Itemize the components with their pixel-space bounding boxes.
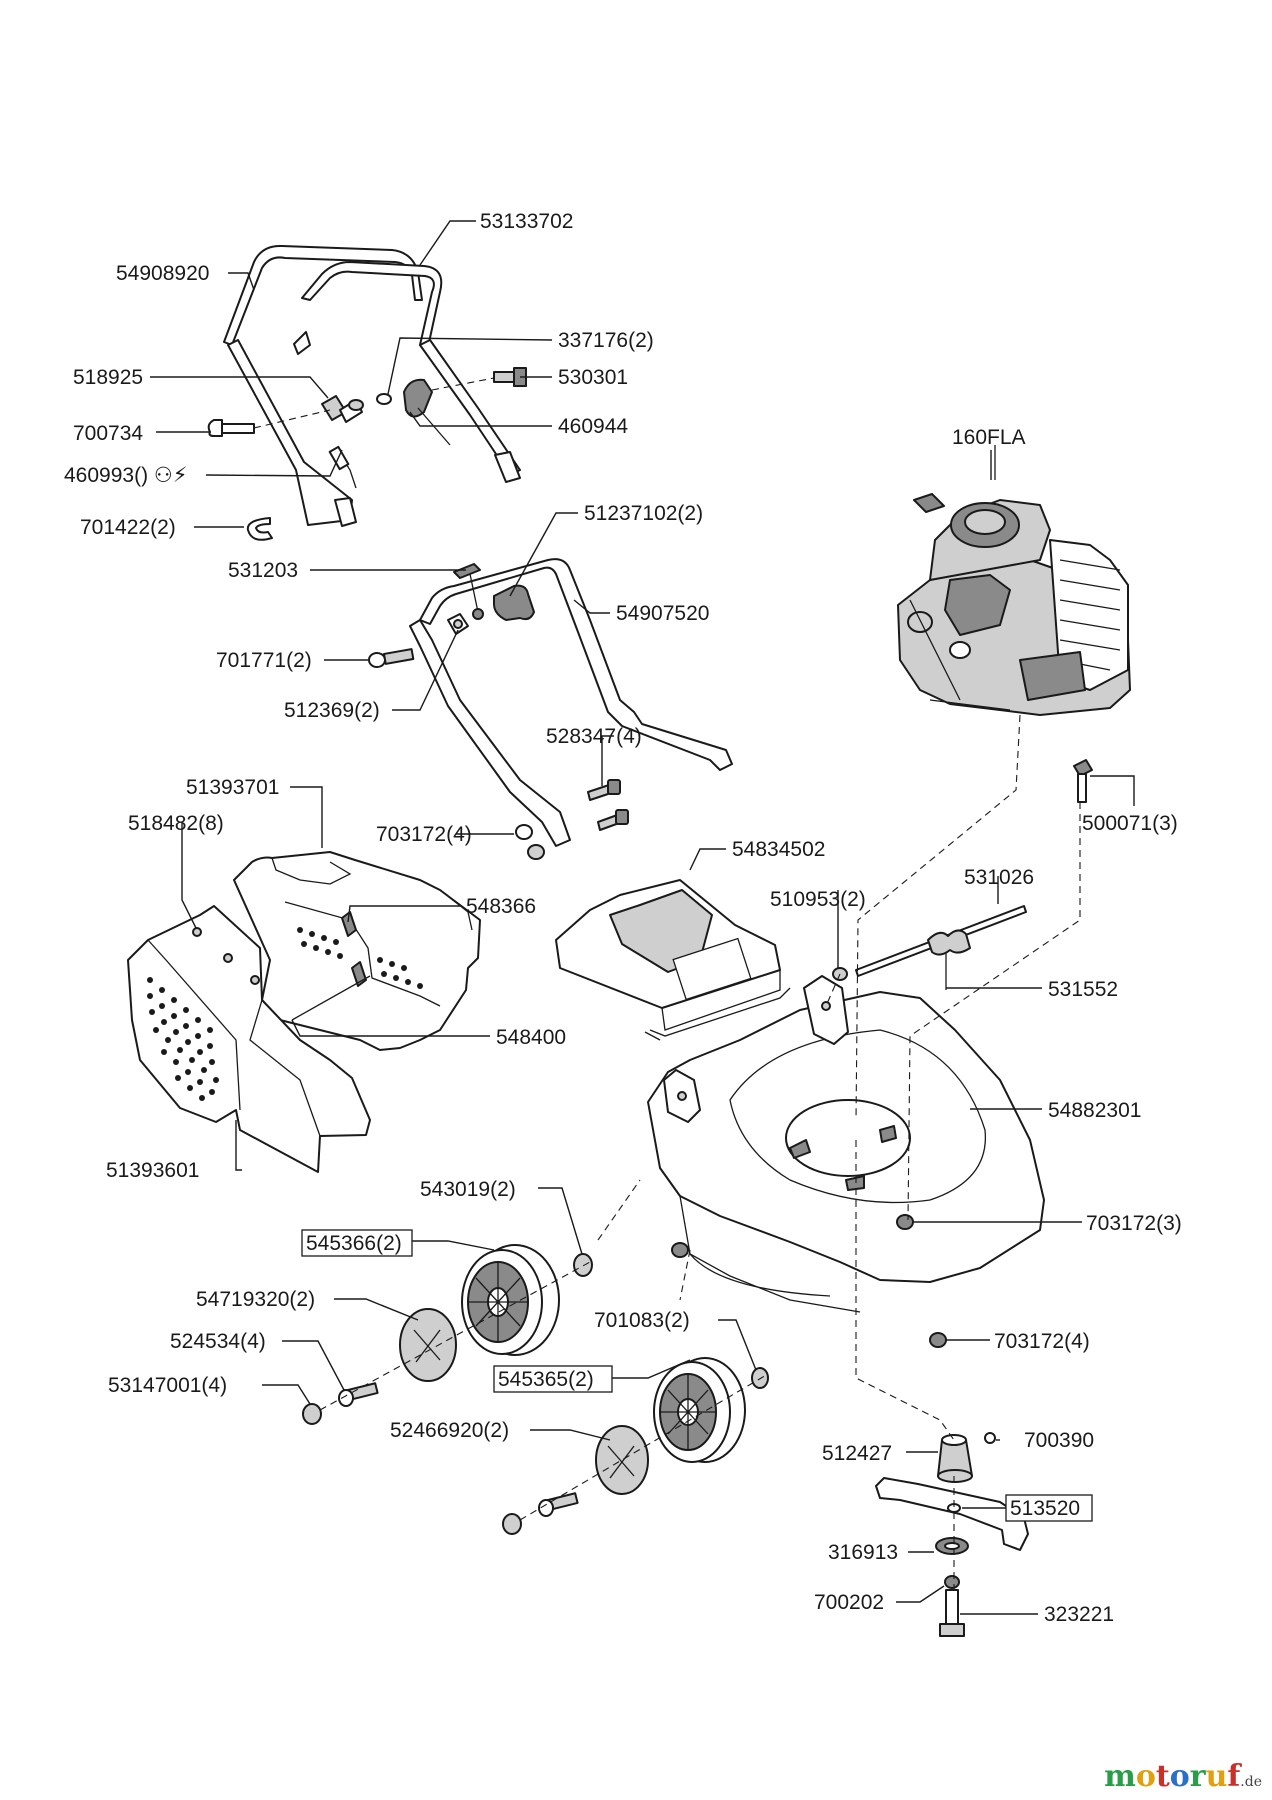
- label-337176: 337176(2): [558, 329, 654, 352]
- watermark-letter: m: [1104, 1759, 1136, 1794]
- leader-lines: [150, 220, 1135, 1615]
- label-700202: 700202: [814, 1591, 884, 1614]
- assembly-lines: [597, 714, 1081, 1590]
- bolt-500071: [1073, 759, 1093, 803]
- label-701771: 701771(2): [216, 649, 312, 672]
- label-545365: 545365(2): [498, 1368, 594, 1391]
- label-531026: 531026: [964, 866, 1034, 889]
- part-number-labels: 54908920 53133702 337176(2) 518925 53030…: [64, 210, 1182, 1626]
- cable-symbol-icon: ⚇⚡: [148, 464, 187, 487]
- mower-deck: [647, 975, 1045, 1348]
- label-700734: 700734: [73, 422, 143, 445]
- label-512427: 512427: [822, 1442, 892, 1465]
- label-53147001: 53147001(4): [108, 1374, 227, 1397]
- label-460944: 460944: [558, 415, 628, 438]
- watermark-letter: t: [1156, 1759, 1170, 1794]
- label-548400: 548400: [496, 1026, 566, 1049]
- label-703172-3: 703172(3): [1086, 1212, 1182, 1235]
- rear-axle-assembly: [832, 905, 1027, 990]
- label-512369: 512369(2): [284, 699, 380, 722]
- label-531203: 531203: [228, 559, 298, 582]
- front-wheel-assembly: [502, 1357, 769, 1535]
- label-box-545366: [301, 1229, 413, 1257]
- label-524534: 524534(4): [170, 1330, 266, 1353]
- label-543019: 543019(2): [420, 1178, 516, 1201]
- watermark-letter: f: [1227, 1759, 1242, 1794]
- watermark-text: motoruf: [1104, 1759, 1242, 1794]
- label-54908920: 54908920: [116, 262, 209, 285]
- label-323221: 323221: [1044, 1603, 1114, 1626]
- watermark-letter: r: [1190, 1759, 1207, 1794]
- rear-wheel-assembly: [302, 1244, 593, 1425]
- label-box-513520: [1005, 1494, 1093, 1522]
- label-701083: 701083(2): [594, 1309, 690, 1332]
- label-531552: 531552: [1048, 978, 1118, 1001]
- watermark-suffix: .de: [1240, 1774, 1262, 1790]
- label-160fla: 160FLA: [952, 426, 1026, 449]
- label-545366: 545366(2): [306, 1232, 402, 1255]
- bag-perforation-side: [147, 977, 219, 1101]
- label-54882301: 54882301: [1048, 1099, 1141, 1122]
- label-53133702: 53133702: [480, 210, 573, 233]
- label-460993: 460993() ⚇⚡: [64, 464, 187, 487]
- label-703172-4a: 703172(4): [376, 823, 472, 846]
- discharge-flap: [555, 879, 791, 1041]
- label-51393601: 51393601: [106, 1159, 199, 1182]
- label-548366: 548366: [466, 895, 536, 918]
- upper-handle-assembly: [207, 244, 527, 541]
- label-box-545365: [493, 1365, 613, 1393]
- label-500071: 500071(3): [1082, 812, 1178, 835]
- label-51393701: 51393701: [186, 776, 279, 799]
- label-52466920: 52466920(2): [390, 1419, 509, 1442]
- label-54834502: 54834502: [732, 838, 825, 861]
- watermark-letter: o: [1136, 1759, 1156, 1794]
- label-701422: 701422(2): [80, 516, 176, 539]
- label-513520: 513520: [1010, 1497, 1080, 1520]
- label-51237102: 51237102(2): [584, 502, 703, 525]
- watermark-letter: u: [1206, 1759, 1228, 1794]
- label-518925: 518925: [73, 366, 143, 389]
- grass-bag-assembly: [127, 851, 481, 1173]
- svg-text:motoruf.de: motoruf.de: [1104, 1759, 1262, 1794]
- label-700390: 700390: [1024, 1429, 1094, 1452]
- label-530301: 530301: [558, 366, 628, 389]
- watermark-logo: motoruf.de: [1104, 1759, 1262, 1794]
- engine-160fla: [897, 445, 1131, 716]
- label-703172-4b: 703172(4): [994, 1330, 1090, 1353]
- label-528347: 528347(4): [546, 725, 642, 748]
- label-54907520: 54907520: [616, 602, 709, 625]
- label-510953: 510953(2): [770, 888, 866, 911]
- blade-assembly: [875, 1432, 1029, 1637]
- label-54719320: 54719320(2): [196, 1288, 315, 1311]
- bag-perforation-top: [297, 927, 423, 989]
- label-518482: 518482(8): [128, 812, 224, 835]
- label-316913: 316913: [828, 1541, 898, 1564]
- watermark-letter: o: [1170, 1759, 1190, 1794]
